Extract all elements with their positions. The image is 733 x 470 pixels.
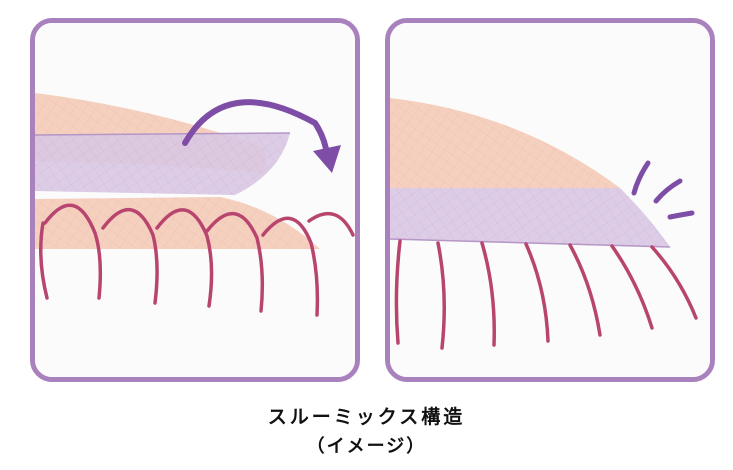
curled-lashes	[39, 203, 355, 317]
sliding-mesh-pattern	[35, 133, 290, 195]
lash	[524, 242, 550, 343]
sliding-layer-edge	[35, 132, 291, 136]
before-illustration-panel	[30, 18, 360, 382]
motion-line	[631, 160, 651, 196]
lash	[650, 245, 698, 320]
lash	[43, 203, 103, 300]
lash	[307, 211, 355, 237]
before-illustration	[35, 23, 355, 377]
lash	[39, 221, 49, 300]
motion-line	[653, 178, 683, 204]
merged-layer-edge	[390, 238, 671, 248]
lash	[205, 212, 265, 313]
arrowhead-icon	[313, 145, 341, 173]
lower-tape-mesh	[35, 197, 320, 249]
motion-line	[667, 210, 695, 220]
lash	[480, 241, 496, 347]
lash	[101, 208, 159, 305]
lash	[261, 216, 320, 317]
after-illustration	[390, 23, 710, 377]
straight-lashes	[394, 239, 698, 350]
lash	[155, 208, 214, 308]
curved-arrow-icon	[182, 99, 330, 158]
lash	[394, 239, 402, 345]
after-illustration-panel	[385, 18, 715, 382]
lash	[436, 241, 446, 350]
lash	[568, 243, 602, 337]
merged-mesh-pattern	[390, 188, 670, 247]
tape-mesh	[390, 98, 620, 188]
lash	[610, 244, 654, 330]
motion-lines-icon	[631, 160, 695, 220]
caption-subtitle: （イメージ）	[306, 436, 427, 457]
caption-title: スルーミックス構造	[267, 406, 466, 428]
